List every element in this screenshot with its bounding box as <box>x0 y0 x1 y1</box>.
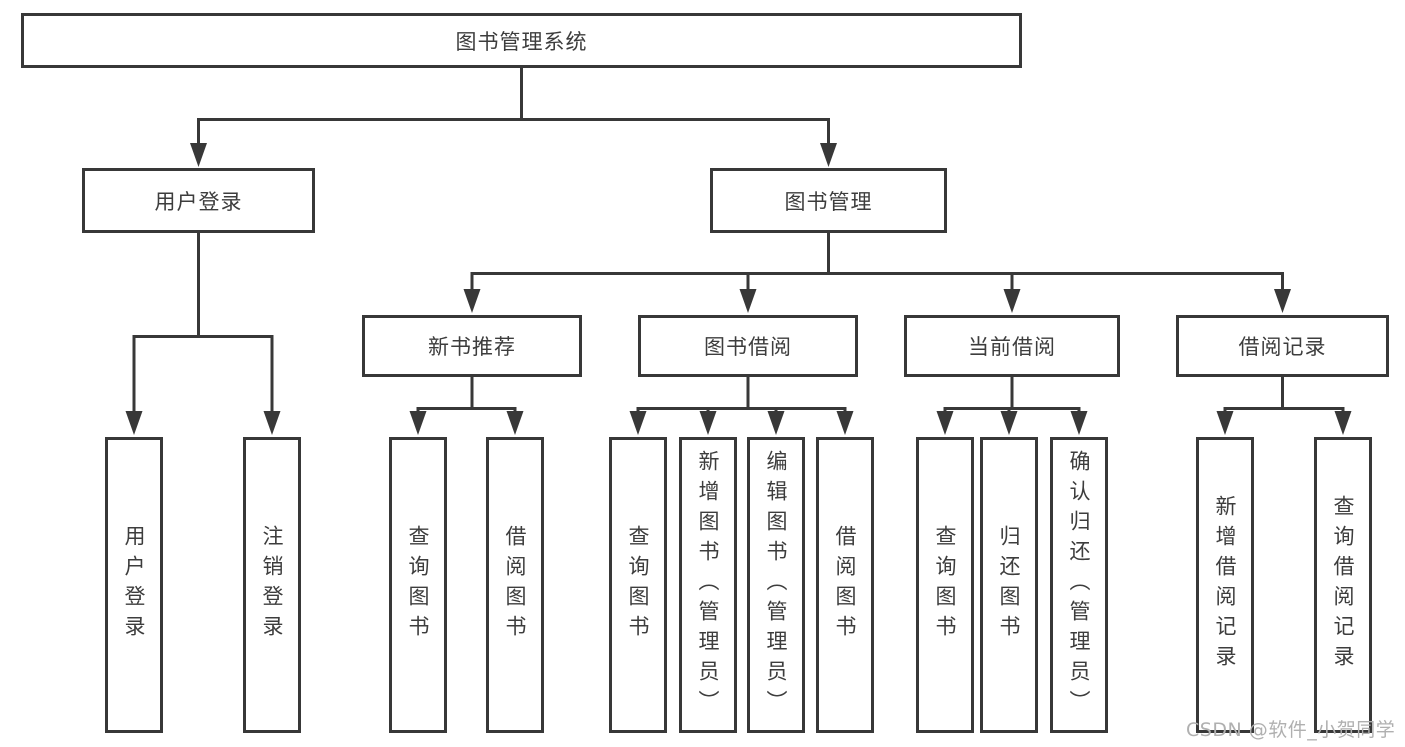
node-leaf-query-books-3: 查询图书 <box>916 437 974 733</box>
node-new-book-recommendation: 新书推荐 <box>362 315 582 377</box>
node-book-borrowing: 图书借阅 <box>638 315 858 377</box>
node-leaf-logout: 注销登录 <box>243 437 301 733</box>
node-leaf-user-login: 用户登录 <box>105 437 163 733</box>
node-leaf-borrow-books-2: 借阅图书 <box>816 437 874 733</box>
node-book-management: 图书管理 <box>710 168 947 233</box>
node-leaf-return-books: 归还图书 <box>980 437 1038 733</box>
node-current-borrowing: 当前借阅 <box>904 315 1120 377</box>
node-leaf-edit-books-admin: 编辑图书（管理员） <box>747 437 805 733</box>
node-leaf-query-books: 查询图书 <box>389 437 447 733</box>
node-leaf-query-borrow-record: 查询借阅记录 <box>1314 437 1372 733</box>
node-leaf-query-books-2: 查询图书 <box>609 437 667 733</box>
node-borrowing-records: 借阅记录 <box>1176 315 1389 377</box>
node-leaf-borrow-books: 借阅图书 <box>486 437 544 733</box>
node-library-management-system: 图书管理系统 <box>21 13 1022 68</box>
node-leaf-confirm-return-admin: 确认归还（管理员） <box>1050 437 1108 733</box>
node-user-login: 用户登录 <box>82 168 315 233</box>
node-leaf-add-borrow-record: 新增借阅记录 <box>1196 437 1254 733</box>
node-leaf-add-books-admin: 新增图书（管理员） <box>679 437 737 733</box>
csdn-watermark: CSDN @软件_小贺同学 <box>1186 719 1396 741</box>
